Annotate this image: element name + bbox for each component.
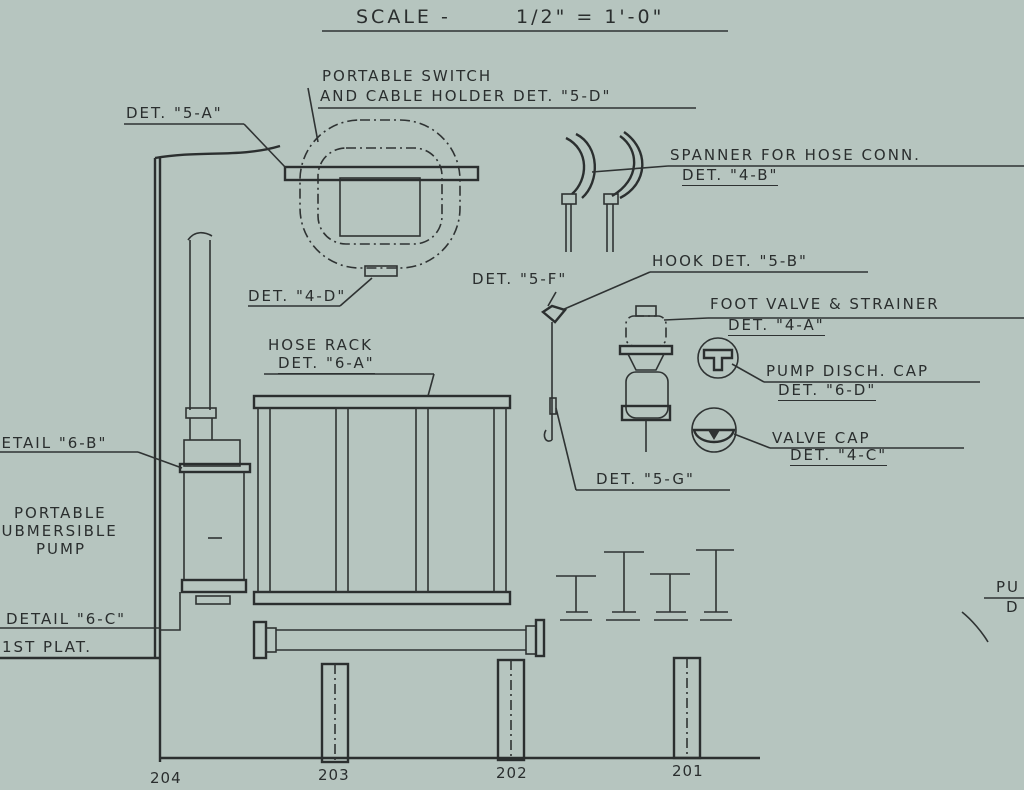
label-det-5f: DET. "5-F" xyxy=(472,270,568,288)
leader-lines xyxy=(0,87,1024,629)
label-hook: HOOK DET. "5-B" xyxy=(652,252,808,270)
cable-holder-drawing xyxy=(283,119,480,277)
caps-drawing xyxy=(691,337,739,453)
label-pump-disch-cap: PUMP DISCH. CAP xyxy=(766,362,930,380)
label-cable-holder: AND CABLE HOLDER DET. "5-D" xyxy=(320,87,612,105)
label-spanner-det: DET. "4-B" xyxy=(682,166,779,186)
station-label: 204 xyxy=(150,769,182,787)
pump-drawing xyxy=(178,231,252,605)
spanner-drawing xyxy=(561,131,644,252)
hook-drawing xyxy=(540,304,568,442)
station-label: 202 xyxy=(496,764,528,782)
brackets-drawing xyxy=(556,549,734,621)
label-foot-valve: FOOT VALVE & STRAINER xyxy=(710,295,940,313)
label-first-plat: 1ST PLAT. xyxy=(2,638,92,656)
label-pump: PUMP xyxy=(36,540,87,558)
foot-valve-drawing xyxy=(618,305,674,452)
station-label: 203 xyxy=(318,766,350,784)
label-portable-switch: PORTABLE SWITCH xyxy=(322,67,493,85)
label-edge-d: D xyxy=(1006,598,1020,616)
label-foot-valve-det: DET. "4-A" xyxy=(728,316,825,336)
right-edge-fragment xyxy=(961,597,1024,643)
station-label: 201 xyxy=(672,762,704,780)
pipe-drawing xyxy=(252,618,546,660)
label-det-4d: DET. "4-D" xyxy=(248,287,347,305)
hose-rack-drawing xyxy=(252,394,512,606)
label-valve-cap: VALVE CAP xyxy=(772,429,871,447)
label-pump-disch-cap-det: DET. "6-D" xyxy=(778,381,877,401)
platform-structure xyxy=(0,144,760,762)
label-submersible: SUBMERSIBLE xyxy=(0,522,118,540)
scale-label: SCALE - xyxy=(356,6,451,28)
support-posts xyxy=(320,656,702,764)
label-hose-rack: HOSE RACK xyxy=(268,336,373,354)
label-det-5g: DET. "5-G" xyxy=(596,470,695,488)
label-edge-pu: PU xyxy=(996,578,1021,596)
label-detail-6c: DETAIL "6-C" xyxy=(6,610,127,628)
label-valve-cap-det: DET. "4-C" xyxy=(790,446,888,466)
scale-value: 1/2" = 1'-0" xyxy=(516,6,665,28)
label-portable: PORTABLE xyxy=(14,504,107,522)
label-detail-6b: DETAIL "6-B" xyxy=(0,434,108,452)
label-hose-rack-det: DET. "6-A" xyxy=(278,354,375,374)
label-spanner: SPANNER FOR HOSE CONN. xyxy=(670,146,921,164)
label-det-5a: DET. "5-A" xyxy=(126,104,223,122)
